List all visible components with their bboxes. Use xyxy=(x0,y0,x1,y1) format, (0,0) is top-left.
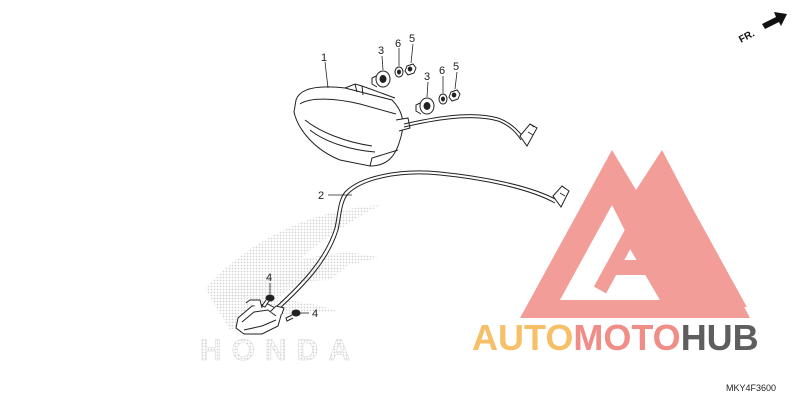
license-plate-light xyxy=(235,299,285,335)
callout-part-1: 1 xyxy=(321,52,327,64)
automotohub-triangle-logo xyxy=(520,150,750,318)
screw-left xyxy=(261,294,275,308)
callout-part-3-upper: 3 xyxy=(378,45,384,57)
tail-light-harness xyxy=(403,114,538,147)
honda-logo-text: HONDA xyxy=(200,334,360,367)
front-label: FR. xyxy=(737,28,757,45)
callout-part-4-left: 4 xyxy=(266,272,272,284)
callout-part-4-right: 4 xyxy=(312,308,318,320)
callout-labels: 1 3 6 5 3 6 5 2 4 4 xyxy=(266,33,459,320)
callout-part-6-lower: 6 xyxy=(439,65,445,77)
callout-part-5-lower: 5 xyxy=(453,61,459,73)
front-arrow-icon xyxy=(762,12,787,29)
svg-text:AUTOMOTOHUB: AUTOMOTOHUB xyxy=(472,317,759,358)
callout-part-6-upper: 6 xyxy=(395,38,401,50)
diagram-code: MKY4F3600 xyxy=(726,383,776,393)
callout-part-2: 2 xyxy=(318,190,324,202)
callout-part-5-upper: 5 xyxy=(409,33,415,45)
wordmark-moto: MOTO xyxy=(573,317,680,358)
license-light-harness xyxy=(274,170,570,311)
callout-part-3-lower: 3 xyxy=(424,71,430,83)
tail-light-assembly xyxy=(293,83,411,167)
callout-leaders xyxy=(269,43,458,314)
wordmark-auto: AUTO xyxy=(472,317,573,358)
mount-hardware-upper xyxy=(371,63,417,88)
front-direction-indicator: FR. xyxy=(737,12,787,46)
automotohub-wordmark: AUTOMOTOHUB xyxy=(472,317,759,358)
honda-wing-logo: HONDA xyxy=(200,205,380,367)
wordmark-hub: HUB xyxy=(681,317,759,358)
mount-hardware-lower xyxy=(415,89,461,115)
